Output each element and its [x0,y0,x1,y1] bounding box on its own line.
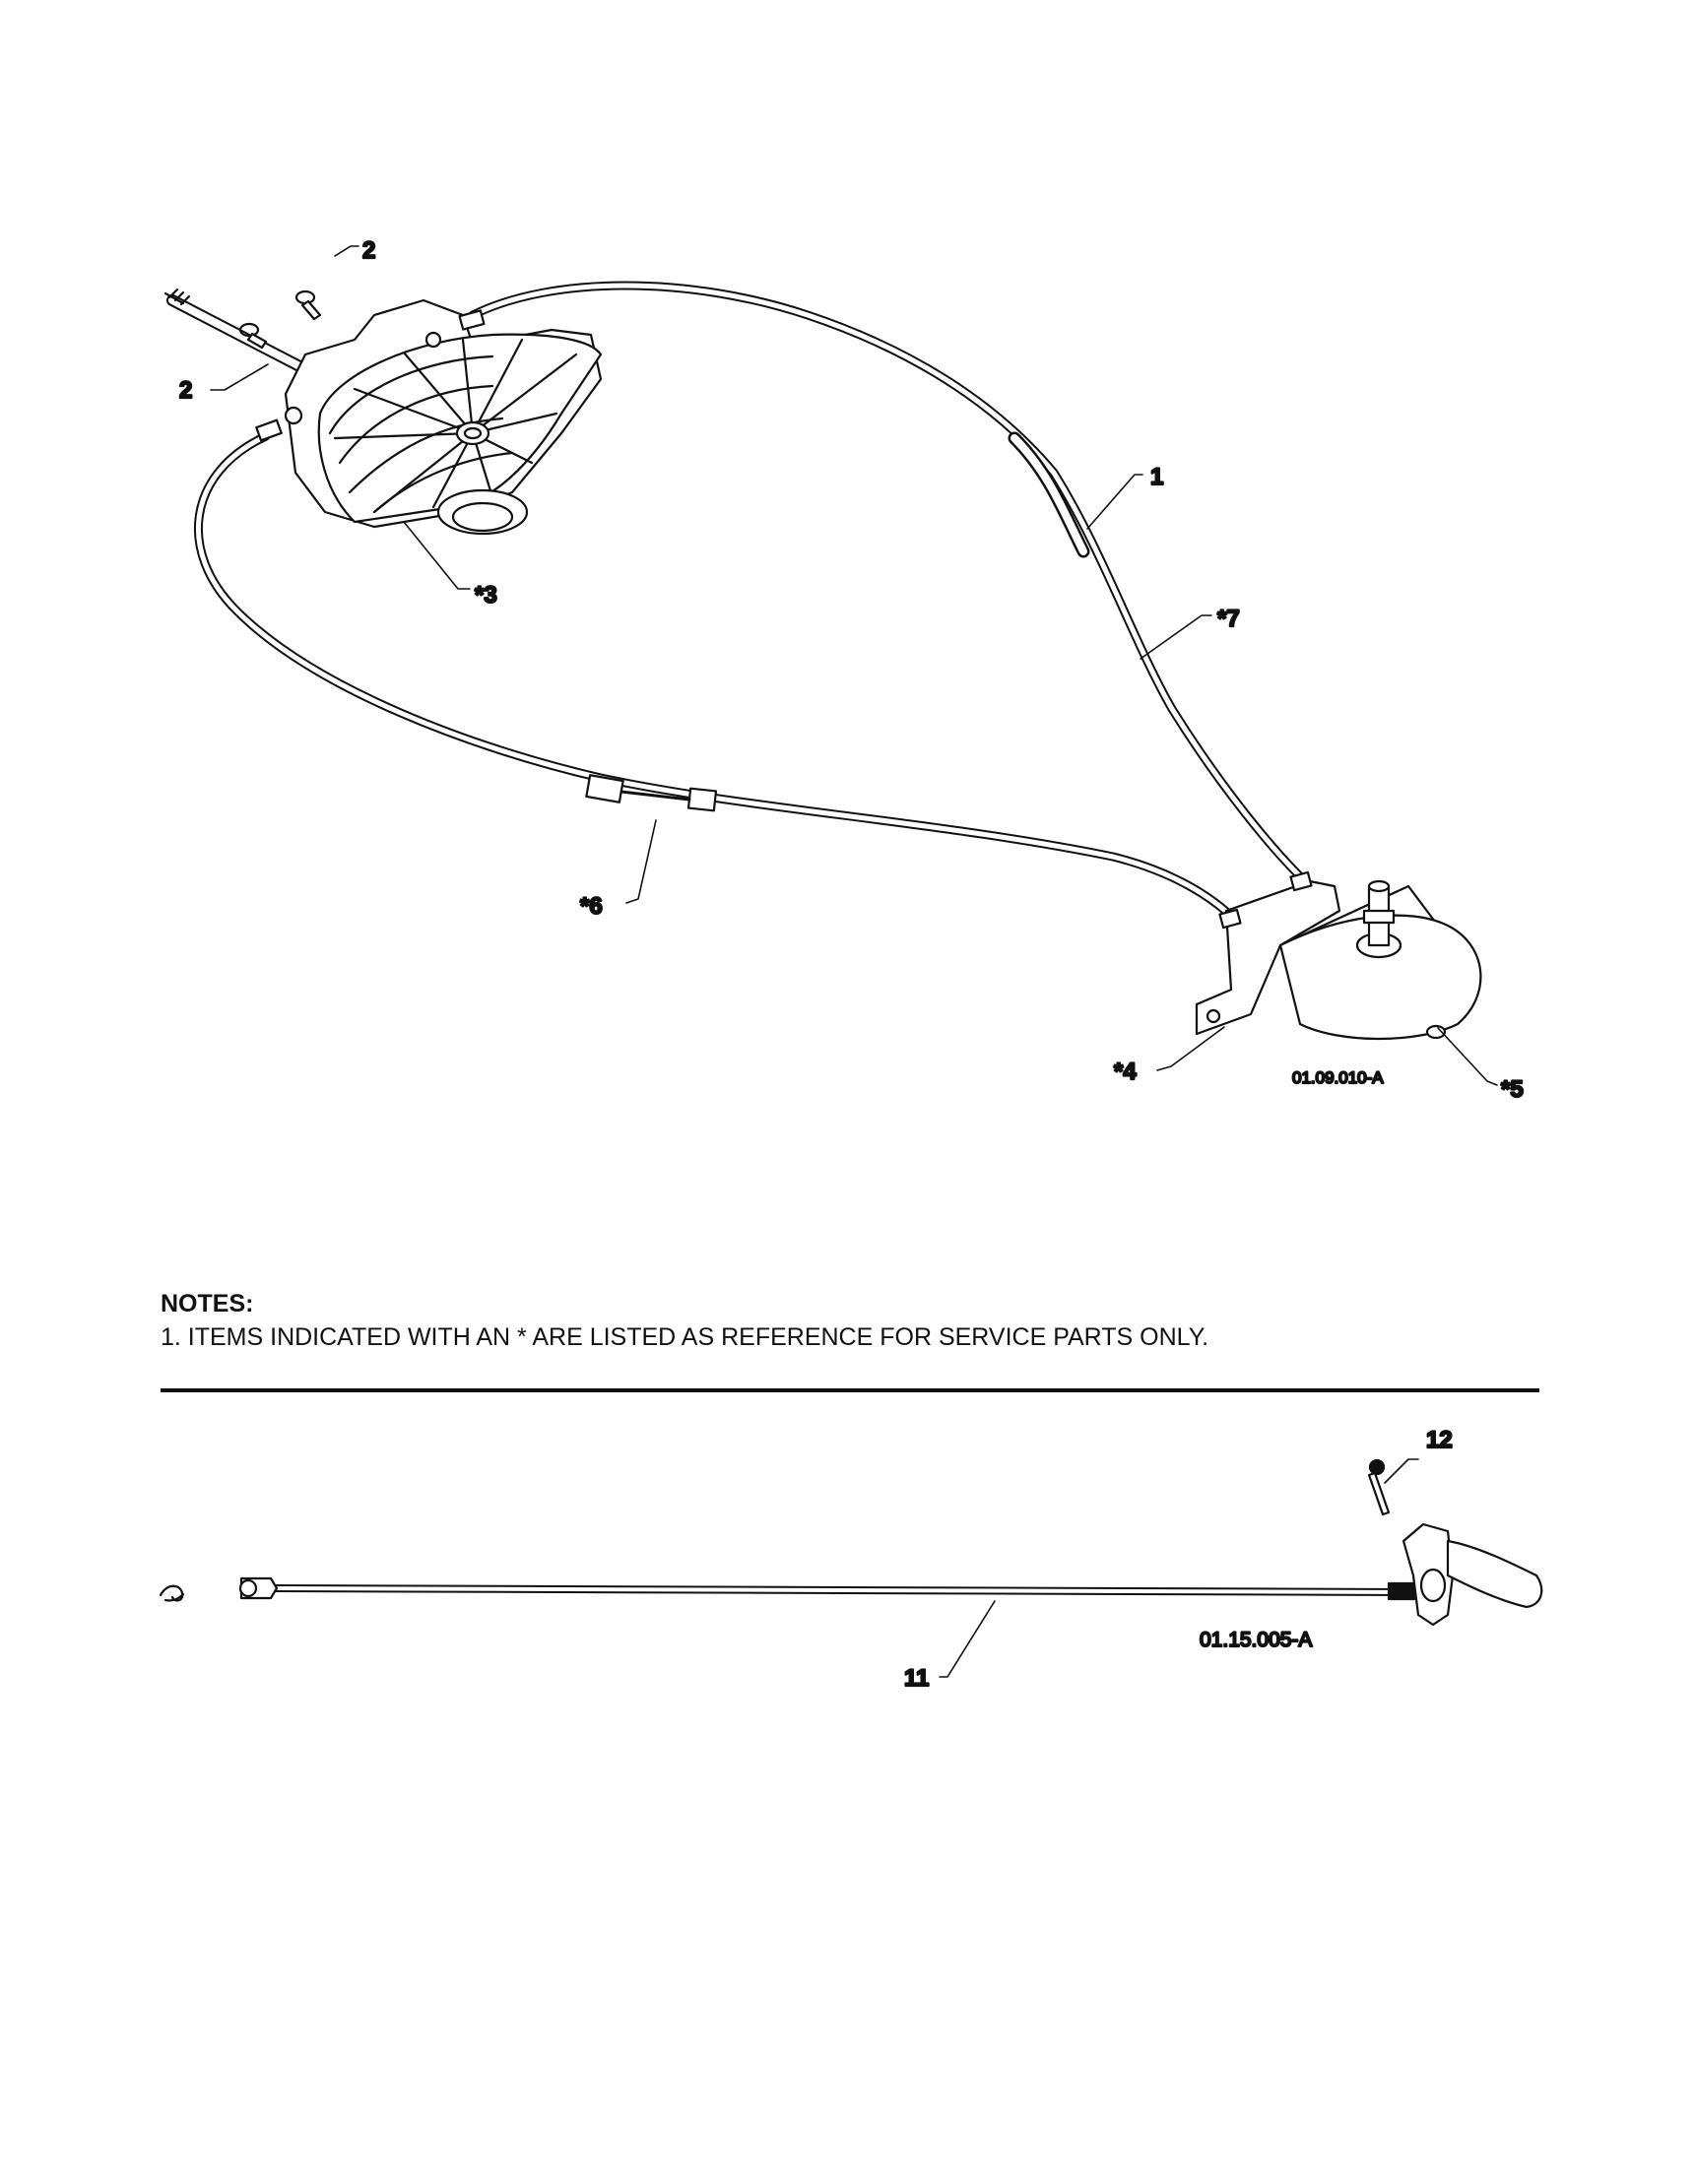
friction-wheel-5 [1278,879,1482,1041]
leader-lines [210,245,1498,1086]
shift-plate-assembly-3 [255,298,603,536]
figure-code-upper: 01.09.010-A [1292,1068,1384,1087]
notes-title: NOTES: [161,1290,254,1317]
notes-section: NOTES: 1. ITEMS INDICATED WITH AN * ARE … [161,1287,1208,1354]
bolt-2-left [238,322,268,350]
callout-3: *3 [475,582,497,609]
callout-11: 11 [904,1665,929,1692]
bolt-2-top [294,289,322,321]
cable-6 [193,431,1241,926]
clip-hook [159,1584,185,1602]
control-handle [1402,1522,1543,1627]
cable-11 [238,1576,1422,1601]
callout-6: *6 [580,893,603,920]
callout-7: *7 [1217,606,1240,632]
upper-assembly: 2 2 *3 1 *7 *6 *4 *5 01.09.010-A [163,236,1525,1104]
callout-1: 1 [1150,464,1163,490]
callout-4: *4 [1114,1059,1137,1085]
notes-item-1: 1. ITEMS INDICATED WITH AN * ARE LISTED … [161,1323,1209,1351]
callout-2-left: 2 [179,377,192,404]
lower-leader-lines [939,1458,1419,1678]
section-divider [161,1388,1539,1392]
figure-code-lower: 01.15.005-A [1200,1629,1312,1651]
cable-1-7 [468,281,1305,881]
lower-assembly: 11 12 01.15.005-A [159,1426,1543,1693]
pin-12 [1367,1458,1391,1516]
callout-12: 12 [1426,1427,1453,1453]
threaded-shaft [163,288,311,375]
callout-5: *5 [1501,1076,1524,1103]
callout-2-top: 2 [362,237,375,264]
